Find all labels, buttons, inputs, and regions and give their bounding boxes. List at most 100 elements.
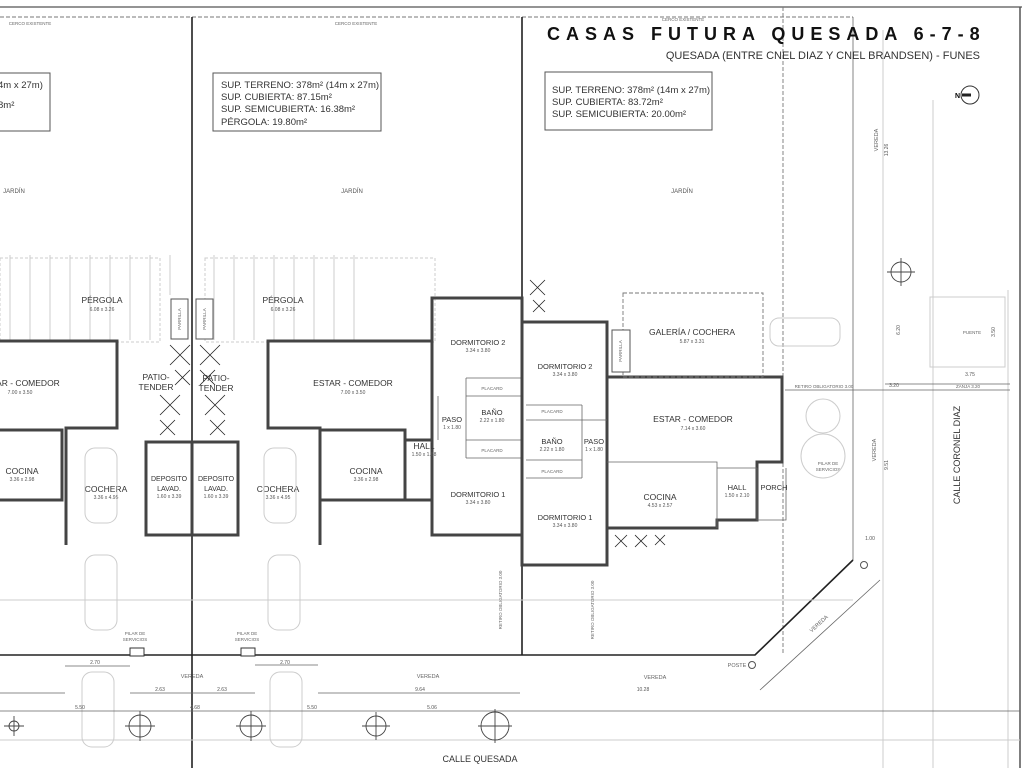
room-label-cocina: COCINA [643,492,676,502]
tree-canopy [800,433,846,479]
pergola-slats [0,255,436,343]
dim-label: 5.50 [75,705,85,711]
fence-label: CERCO EXISTENTE [335,21,378,26]
svg-text:SUP. TERRENO: 378m² (14m x 27m: SUP. TERRENO: 378m² (14m x 27m) [221,80,379,91]
svg-text:8m²: 8m² [0,100,14,111]
room-label-galeria: GALERÍA / COCHERA [649,327,735,337]
room-label-deposito: DEPOSITO [151,476,188,483]
svg-text:SUP. SEMICUBIERTA: 16.38m²: SUP. SEMICUBIERTA: 16.38m² [221,104,355,115]
north-arrow-icon: N [955,85,980,105]
room-dim: 6.08 x 3.26 [90,307,115,313]
room-label-lavadero: LAVAD. [157,486,181,493]
room-label-cocina: COCINA [349,466,382,476]
pilar-label: PILAR DE [237,631,258,636]
vereda-label: VEREDA [872,438,878,461]
dim-label: 5.06 [427,705,437,711]
vereda-label: VEREDA [809,614,830,634]
pilar-label: SERVICIOS [123,637,147,642]
retiro-label: RETIRO OBLIGATORIO 3.00 [795,384,854,389]
room-dim: 2.22 x 1.80 [540,447,565,453]
room-dim: 1.50 x 1.88 [412,452,437,458]
tree-canopy [805,398,841,434]
dim-label: 2.70 [90,660,100,666]
retiro-label: RETIRO OBLIGATORIO 3.00 [498,570,503,629]
pole-icon [860,561,868,569]
dim-label: 6.20 [896,325,902,335]
room-dim: 3.34 x 3.80 [553,523,578,529]
room-label-estar: ESTAR - COMEDOR [0,378,60,388]
room-label-dormitorio-1: DORMITORIO 1 [538,513,593,522]
dim-label: 2.70 [280,660,290,666]
room-dim: 3.34 x 3.80 [466,348,491,354]
room-label-dormitorio-1: DORMITORIO 1 [451,490,506,499]
street-guide [0,599,1020,741]
room-label-dormitorio-2: DORMITORIO 2 [538,362,593,371]
street-label-coronel-diaz: CALLE CORONEL DIAZ [952,405,962,504]
lot-info-box: SUP. TERRENO: 378m² (14m x 27m) SUP. CUB… [212,72,382,132]
garden-label: JARDÍN [3,188,25,195]
lot-info-box: 4m x 27m) 8m² [0,72,51,132]
service-pillar [240,647,256,657]
pilar-label: SERVICIOS [816,467,840,472]
room-label-placard: PLACARD [541,409,563,414]
dim-label: 2.63 [155,687,165,693]
room-dim: 6.08 x 3.26 [271,307,296,313]
dimension-lines [0,664,1020,712]
title: CASAS FUTURA QUESADA 6-7-8 [547,24,986,44]
house-c [520,292,787,567]
room-label-paso: PASO [584,437,604,446]
dim-label: 10.28 [637,687,650,693]
room-dim: 1 x 1.80 [443,425,461,431]
grill-label: PARRILLA [177,308,182,329]
fence-label: CERCO EXISTENTE [662,17,705,22]
dim-label: 5.50 [307,705,317,711]
dim-label: 3.50 [991,327,997,337]
pilar-label: PILAR DE [818,461,839,466]
room-label-cocina: COCINA [5,466,38,476]
dim-label: 3.75 [965,372,975,378]
pilar-label: SERVICIOS [235,637,259,642]
tree-icon [4,258,915,743]
room-dim: 3.36 x 4.95 [266,495,291,501]
dim-label: 4.68 [190,705,200,711]
plant-icon [159,279,666,548]
vereda-label: VEREDA [181,674,204,680]
zanja-label: ZANJA 3.20 [956,384,981,389]
room-label-hall: HALL [728,483,747,492]
room-label-paso: PASO [442,415,462,424]
room-label-patio: PATIO- [142,372,169,382]
room-label-dormitorio-2: DORMITORIO 2 [451,338,506,347]
svg-text:N: N [955,93,960,100]
vereda-label: VEREDA [874,128,880,151]
room-label-lavadero: LAVAD. [204,486,228,493]
room-dim: 3.36 x 2.98 [10,477,35,483]
garden-label: JARDÍN [671,188,693,195]
dimension-lines [785,383,1010,391]
svg-text:SUP. SEMICUBIERTA: 20.00m²: SUP. SEMICUBIERTA: 20.00m² [552,109,686,120]
vereda-label: VEREDA [644,675,667,681]
bridge [929,296,1006,368]
svg-text:4m x 27m): 4m x 27m) [0,80,43,91]
room-dim: 3.34 x 3.80 [466,500,491,506]
room-label-porch: PORCH [760,483,787,492]
garden-label: JARDÍN [341,188,363,195]
dim-label: 1.00 [865,536,875,542]
room-label-placard: PLACARD [481,448,503,453]
room-label-patio: TENDER [199,383,234,393]
room-label-patio: PATIO- [202,373,229,383]
room-dim: 2.22 x 1.80 [480,418,505,424]
room-label-placard: PLACARD [481,386,503,391]
fence-label: CERCO EXISTENTE [9,21,52,26]
svg-text:PÉRGOLA: 19.80m²: PÉRGOLA: 19.80m² [221,117,307,128]
room-label-hall: HALL [413,441,435,451]
subtitle: QUESADA (ENTRE CNEL DIAZ Y CNEL BRANDSEN… [666,50,980,62]
room-dim: 1 x 1.80 [585,447,603,453]
svg-text:SUP. CUBIERTA: 83.72m²: SUP. CUBIERTA: 83.72m² [552,97,663,108]
room-label-bano: BAÑO [481,408,502,417]
room-label-deposito: DEPOSITO [198,476,235,483]
room-label-cochera: COCHERA [85,484,128,494]
car-icon [81,317,841,748]
grill [195,298,214,340]
room-label-pergola: PÉRGOLA [81,295,122,305]
